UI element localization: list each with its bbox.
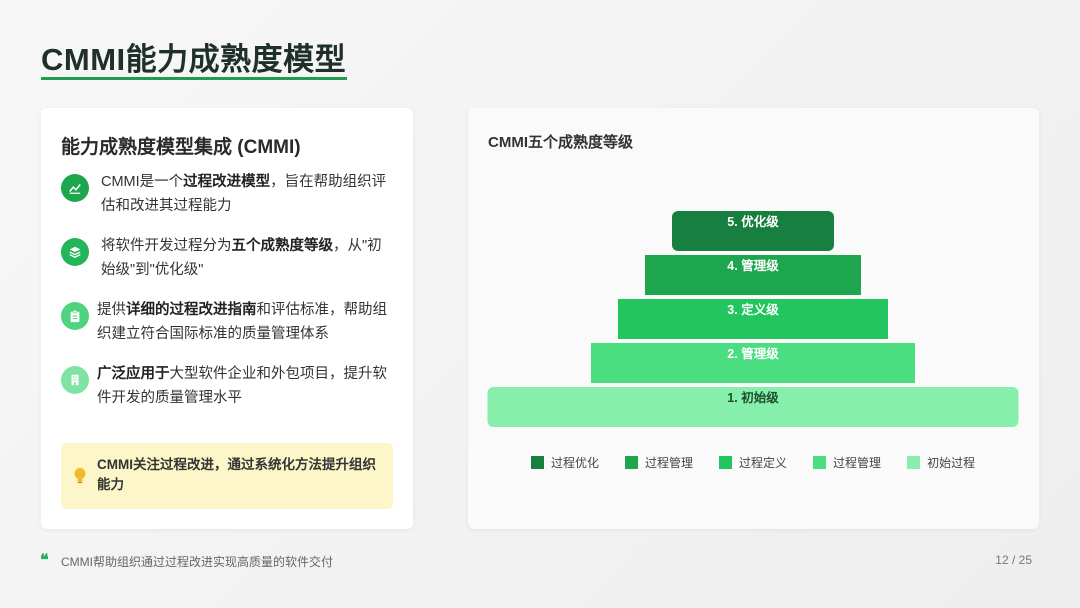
chart-legend: 过程优化 过程管理 过程定义 过程管理 初始过程	[531, 454, 1001, 471]
title-underline	[41, 77, 347, 80]
footer-text: CMMI帮助组织通过过程改进实现高质量的软件交付	[61, 555, 333, 569]
legend-label: 过程定义	[739, 456, 788, 470]
legend-swatch	[625, 456, 639, 469]
pyramid-label-1: 1. 初始级	[727, 390, 779, 405]
pyramid-level-4	[645, 255, 861, 295]
point-text-1: CMMI是一个过程改进模型，旨在帮助组织评估和改进其过程能力	[101, 174, 387, 214]
pyramid-level-3	[618, 299, 888, 339]
legend-swatch	[719, 456, 733, 469]
slide-title: CMMI能力成熟度模型	[41, 42, 347, 77]
clipboard-icon	[61, 302, 89, 330]
chart-line-icon	[61, 174, 89, 202]
pyramid-label-3: 3. 定义级	[727, 302, 779, 317]
legend-swatch	[813, 456, 827, 469]
quote-icon: ❝	[40, 550, 49, 569]
legend-item-2: 过程管理	[625, 454, 693, 471]
summary-note-text: CMMI关注过程改进，通过系统化方法提升组织能力	[97, 457, 376, 492]
legend-label: 过程管理	[833, 456, 882, 470]
pyramid-level-1	[487, 387, 1019, 427]
pyramid-level-2	[591, 343, 915, 383]
pyramid-label-2: 2. 管理级	[727, 346, 779, 361]
pyramid-label-5: 5. 优化级	[727, 214, 779, 229]
lightbulb-icon	[74, 468, 86, 484]
legend-item-3: 过程定义	[719, 454, 787, 471]
pyramid-label-4: 4. 管理级	[727, 258, 779, 273]
pyramid-level-5	[672, 211, 834, 251]
legend-item-5: 初始过程	[907, 454, 975, 471]
legend-swatch	[907, 456, 921, 469]
page-number: 12 / 25	[995, 553, 1032, 567]
point-text-3: 提供详细的过程改进指南和评估标准，帮助组织建立符合国际标准的质量管理体系	[97, 302, 387, 342]
legend-label: 过程优化	[551, 456, 600, 470]
chart-card: CMMI五个成熟度等级 5. 优化级 4. 管理级 3. 定义级 2. 管理级 1. 初…	[468, 108, 1039, 529]
layers-icon	[61, 238, 89, 266]
legend-item-1: 过程优化	[531, 454, 599, 471]
point-text-4: 广泛应用于大型软件企业和外包项目，提升软件开发的质量管理水平	[97, 366, 387, 406]
pyramid-chart: 5. 优化级 4. 管理级 3. 定义级 2. 管理级 1. 初始级	[487, 211, 1019, 427]
point-text-2: 将软件开发过程分为五个成熟度等级，从"初始级"到"优化级"	[101, 238, 382, 278]
building-icon	[61, 366, 89, 394]
legend-swatch	[531, 456, 544, 469]
summary-note: CMMI关注过程改进，通过系统化方法提升组织能力	[61, 443, 393, 509]
chart-title: CMMI五个成熟度等级	[488, 134, 633, 151]
left-card-heading: 能力成熟度模型集成 (CMMI)	[61, 137, 301, 158]
legend-label: 初始过程	[927, 456, 976, 470]
legend-label: 过程管理	[645, 456, 694, 470]
left-card: 能力成熟度模型集成 (CMMI) CMMI是一个过程改进模型，旨在帮助组织评估和…	[41, 108, 413, 529]
legend-item-4: 过程管理	[813, 454, 881, 471]
